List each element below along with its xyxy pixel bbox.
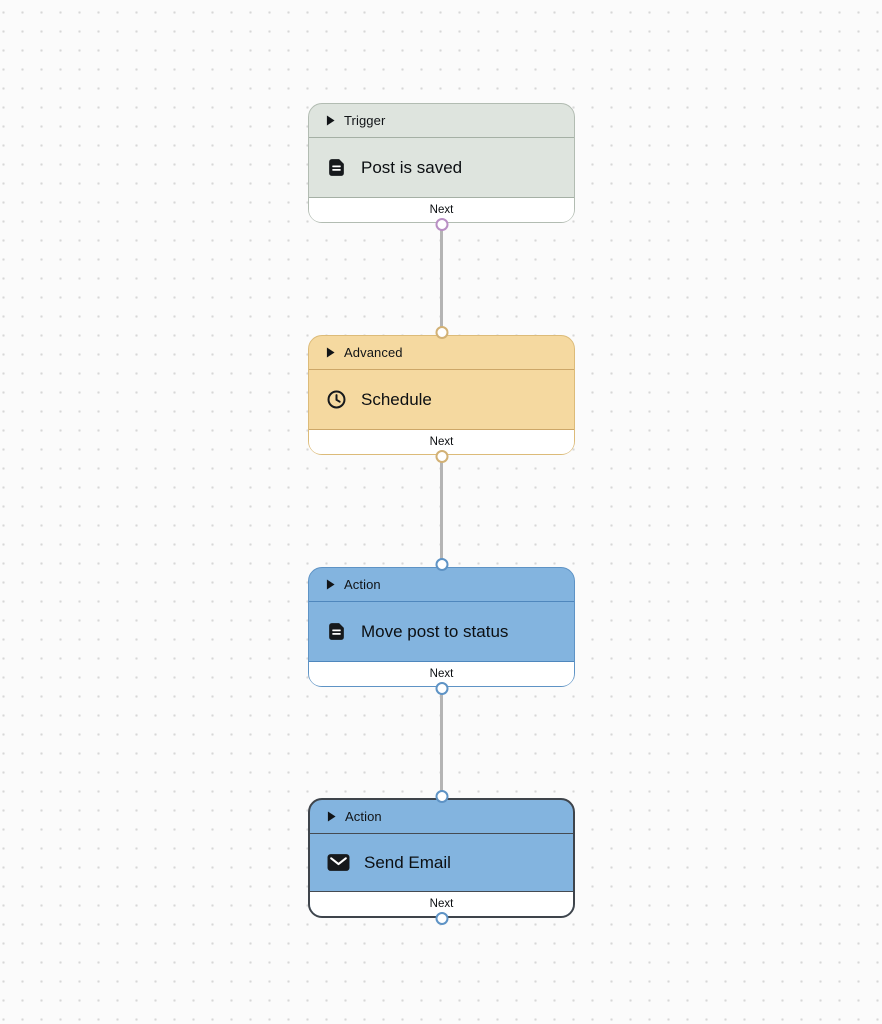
input-port[interactable]	[435, 558, 448, 571]
node-title: Send Email	[364, 852, 451, 872]
output-port[interactable]	[435, 450, 448, 463]
node-category-label: Trigger	[344, 113, 386, 128]
output-port[interactable]	[435, 682, 448, 695]
next-label: Next	[429, 668, 454, 680]
node-footer-next: Next	[309, 429, 574, 454]
next-label: Next	[429, 436, 454, 448]
node-footer-next: Next	[309, 197, 574, 222]
node-header: Trigger	[309, 104, 574, 138]
node-header: Action	[309, 568, 574, 602]
document-icon	[326, 621, 347, 642]
node-header: Action	[310, 800, 573, 834]
node-footer-next: Next	[309, 661, 574, 686]
node-body: Post is saved	[309, 138, 574, 197]
next-label: Next	[429, 204, 454, 216]
node-body: Schedule	[309, 370, 574, 429]
edge-connector	[440, 225, 443, 331]
node-category-label: Action	[344, 577, 381, 592]
node-title: Post is saved	[361, 157, 463, 177]
document-icon	[326, 157, 347, 178]
edge-connector	[440, 457, 443, 563]
node-action-send-email[interactable]: Action Send Email Next	[308, 790, 575, 925]
play-icon	[327, 811, 336, 822]
edge-connector	[440, 689, 443, 794]
play-icon	[326, 347, 335, 358]
node-action-move-post-to-status[interactable]: Action Move post to status Next	[308, 558, 575, 695]
mail-icon	[327, 853, 350, 872]
node-body: Send Email	[310, 834, 573, 891]
node-title: Move post to status	[361, 621, 509, 641]
clock-icon	[326, 389, 347, 410]
node-category-label: Advanced	[344, 345, 403, 360]
input-port[interactable]	[435, 790, 448, 803]
play-icon	[326, 579, 335, 590]
play-icon	[326, 115, 335, 126]
output-port[interactable]	[435, 912, 448, 925]
node-advanced-schedule[interactable]: Advanced Schedule Next	[308, 326, 575, 463]
output-port[interactable]	[435, 218, 448, 231]
input-port[interactable]	[435, 326, 448, 339]
node-category-label: Action	[345, 809, 382, 824]
node-body: Move post to status	[309, 602, 574, 661]
node-header: Advanced	[309, 336, 574, 370]
node-trigger-post-is-saved[interactable]: Trigger Post is saved Next	[308, 103, 575, 231]
node-title: Schedule	[361, 389, 432, 409]
node-footer-next: Next	[310, 891, 573, 916]
next-label: Next	[429, 898, 454, 910]
